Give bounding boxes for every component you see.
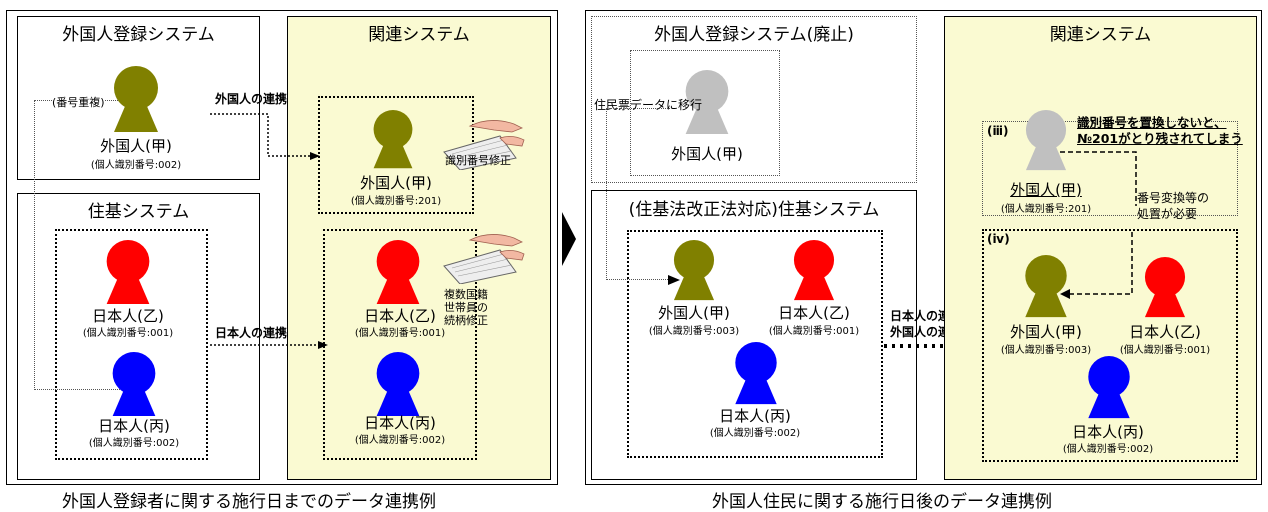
right-abolished-system-title: 外国人登録システム(廃止) [654, 25, 854, 45]
person-icon-red [1144, 257, 1186, 318]
person-icon-red [793, 240, 835, 301]
renumber-arrow [1060, 151, 1137, 299]
iv-jp-b-name: 日本人(乙) [1129, 323, 1201, 341]
migrate-bracket-line [606, 108, 670, 280]
left-jp-c-name: 日本人(丙) [98, 417, 170, 435]
person-icon-blue [376, 352, 420, 417]
right-juki-alien-a-name: 外国人(甲) [658, 304, 730, 322]
iv-jp-c-name: 日本人(丙) [1072, 423, 1144, 441]
left-jp-b-id: (個人識別番号:001) [82, 328, 174, 339]
person-icon-olive [114, 66, 158, 132]
left-juki-system-title: 住基システム [87, 202, 190, 222]
left-related-jp-b-id: (個人識別番号:001) [354, 328, 446, 339]
right-juki-system-box [591, 190, 917, 480]
iv-alien-a-id: (個人識別番号:003) [1000, 345, 1092, 356]
transition-arrow-icon [562, 212, 576, 266]
iv-label: (ⅳ) [987, 232, 1010, 246]
left-alien-a-id: (個人識別番号:002) [90, 160, 182, 171]
keyboard-hands-icon [443, 234, 525, 284]
person-icon-red [106, 240, 150, 305]
person-icon-red [376, 240, 420, 305]
left-alien-link-label: 外国人の連携 [215, 92, 288, 106]
iii-alien-a-id: (個人識別番号:201) [1000, 204, 1092, 215]
person-icon-blue [112, 352, 156, 417]
left-related-system-title: 関連システム [368, 25, 470, 45]
right-juki-family-group [627, 230, 883, 458]
iii-alien-a-name: 外国人(甲) [1010, 181, 1082, 199]
left-related-alien-a-id: (個人識別番号:201) [350, 196, 442, 207]
left-japanese-link-label: 日本人の連携 [215, 326, 288, 340]
right-abolished-system-box [591, 16, 917, 183]
iii-label: (ⅲ) [987, 124, 1009, 138]
iv-alien-a-name: 外国人(甲) [1010, 323, 1082, 341]
person-icon-gray [1025, 110, 1067, 171]
person-icon-olive [1025, 255, 1067, 318]
warn-line-1: 識別番号を置換しないと、 [1077, 115, 1227, 130]
right-juki-system-title: (住基法改正法対応)住基システム [628, 200, 880, 220]
left-caption: 外国人登録者に関する施行日までのデータ連携例 [62, 492, 436, 512]
person-icon-olive [373, 110, 413, 169]
right-caption: 外国人住民に関する施行日後のデータ連携例 [712, 492, 1052, 512]
left-alien-a-name: 外国人(甲) [100, 137, 172, 155]
person-icon-olive [673, 240, 715, 301]
right-juki-jp-c-id: (個人識別番号:002) [709, 428, 801, 439]
person-icon-blue [735, 342, 777, 405]
left-related-jp-c-id: (個人識別番号:002) [354, 435, 446, 446]
left-related-alien-a-name: 外国人(甲) [360, 174, 432, 192]
keyboard-note-2: 複数国籍世帯員の続柄修正 [444, 288, 488, 327]
right-juki-jp-b-id: (個人識別番号:001) [768, 326, 860, 337]
left-juki-family-group [55, 229, 208, 460]
right-frame [585, 10, 1262, 485]
left-related-jp-c-name: 日本人(丙) [364, 414, 436, 432]
iii-group [982, 121, 1238, 216]
iv-jp-c-id: (個人識別番号:002) [1062, 444, 1154, 455]
right-abolished-alien-name: 外国人(甲) [671, 145, 743, 163]
keyboard-note-1: 識別番号修正 [445, 154, 511, 167]
duplicate-note: (番号重複) [52, 94, 105, 110]
left-alien-system-box [17, 16, 260, 180]
japanese-link-arrow [210, 341, 328, 349]
iv-group [982, 229, 1238, 462]
need-line-1: 番号変換等の [1137, 191, 1210, 205]
left-jp-b-name: 日本人(乙) [92, 307, 164, 325]
warn-line-2: №201がとり残されてしまう [1077, 131, 1243, 146]
person-icon-gray [685, 70, 729, 135]
left-jp-c-id: (個人識別番号:002) [88, 438, 180, 449]
iv-jp-b-id: (個人識別番号:001) [1119, 345, 1211, 356]
left-alien-system-title: 外国人登録システム [62, 25, 215, 45]
migrate-arrow [668, 275, 680, 285]
right-related-system-title: 関連システム [1049, 25, 1152, 45]
left-related-system-box [287, 16, 551, 480]
left-juki-system-box [17, 193, 260, 480]
left-related-jp-b-name: 日本人(乙) [364, 307, 436, 325]
person-icon-blue [1088, 356, 1130, 419]
alien-link-arrow [210, 113, 320, 160]
right-juki-jp-c-name: 日本人(丙) [719, 407, 791, 425]
right-juki-jp-b-name: 日本人(乙) [778, 304, 850, 322]
keyboard-hands-icon [443, 120, 525, 170]
right-abolished-inner-box [630, 50, 780, 176]
right-juki-alien-a-id: (個人識別番号:003) [648, 326, 740, 337]
left-frame [6, 10, 558, 485]
need-line-2: 処置が必要 [1137, 207, 1198, 221]
